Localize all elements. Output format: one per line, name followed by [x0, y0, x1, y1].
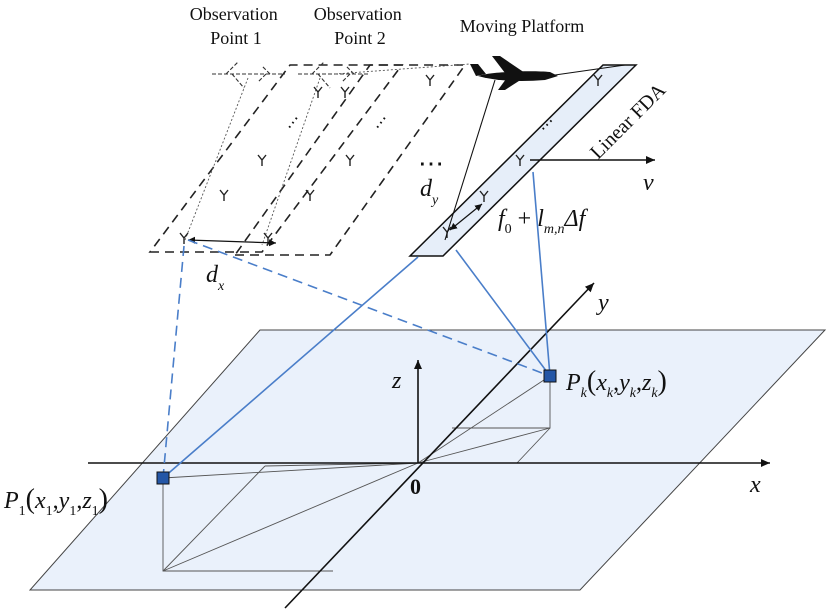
platform-connector-lines: [444, 64, 626, 241]
x-axis-label: x: [749, 472, 761, 498]
observation-array-1: [148, 64, 404, 253]
path-fda-to-p1: [162, 256, 419, 479]
signal-paths: [162, 171, 551, 479]
observation-point-2-label: Observation Point 2: [314, 4, 406, 48]
aircraft-icon: [470, 56, 558, 90]
observation-array-2: [233, 64, 467, 256]
path-fda-to-pk-b: [532, 171, 551, 377]
coordinate-axes: [88, 282, 770, 609]
ground-plane: [28, 329, 827, 591]
fda-side-dots: ⋯: [418, 149, 444, 178]
y-axis-label: y: [596, 290, 609, 316]
z-axis-label: z: [391, 368, 402, 394]
observation-aircraft-outlines: [212, 61, 368, 89]
observation-array-2-dots: ⋯: [370, 111, 393, 134]
point-k-label: Pk(xk,yk,zk): [565, 366, 667, 401]
dy-label: dy: [420, 176, 439, 208]
ground-projection-lines: [162, 375, 551, 572]
path-obs-to-pk: [187, 239, 551, 377]
observation-connector-lines: [184, 63, 471, 246]
path-fda-to-pk-a: [455, 249, 551, 377]
dy-spacing-arrow: [449, 203, 483, 231]
dx-spacing-arrow: [187, 236, 277, 247]
moving-platform-label: Moving Platform: [460, 16, 585, 36]
dx-label: dx: [206, 262, 225, 294]
target-marker-p1: [156, 471, 170, 485]
velocity-label: v: [643, 170, 654, 196]
point-1-label: P1(x1,y1,z1): [3, 484, 108, 519]
observation-antenna-elements: [179, 74, 435, 245]
y-axis: [284, 282, 595, 609]
path-obs-to-p1: [162, 245, 185, 479]
target-marker-pk: [543, 369, 557, 383]
observation-point-1-label: Observation Point 1: [190, 4, 282, 48]
origin-label: 0: [410, 474, 421, 499]
frequency-label: f0 + lm,nΔf: [498, 206, 589, 237]
